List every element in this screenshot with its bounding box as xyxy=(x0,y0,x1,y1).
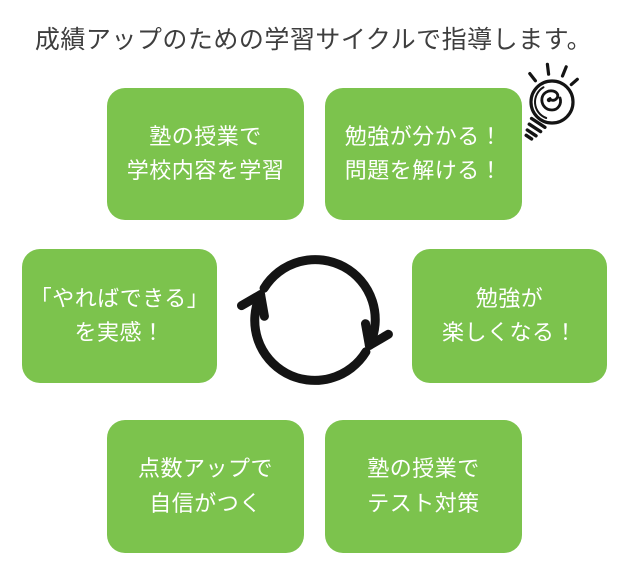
cycle-step-line: を実感！ xyxy=(74,320,165,345)
cycle-step-box-mid-left: 「やればできる」 を実感！ xyxy=(22,249,217,383)
cycle-step-line: 塾の授業で xyxy=(149,123,262,149)
cycle-step-box-mid-right: 勉強が 楽しくなる！ xyxy=(412,249,607,383)
cycle-step-box-bottom-right: 塾の授業で テスト対策 xyxy=(325,420,522,553)
lightbulb-icon xyxy=(524,62,579,141)
page-title: 成績アップのための学習サイクルで指導します。 xyxy=(34,26,593,54)
cycle-step-box-top-left: 塾の授業で 学校内容を学習 xyxy=(107,88,304,220)
cycle-step-line: 「やればできる」 xyxy=(29,285,210,311)
cycle-step-line: 問題を解ける！ xyxy=(344,158,503,183)
cycle-step-box-bottom-left: 点数アップで 自信がつく xyxy=(107,420,304,553)
cycle-step-line: 塾の授業で xyxy=(367,456,480,482)
cycle-step-line: 自信がつく xyxy=(149,490,262,516)
cycle-step-line: テスト対策 xyxy=(367,490,480,516)
cycle-step-line: 点数アップで xyxy=(137,456,273,482)
cycle-step-line: 勉強が分かる！ xyxy=(344,123,503,149)
cycle-step-line: 学校内容を学習 xyxy=(126,158,285,183)
cycle-step-line: 勉強が xyxy=(475,285,544,311)
cycle-arrows-icon xyxy=(237,255,393,385)
cycle-step-box-top-right: 勉強が分かる！ 問題を解ける！ xyxy=(325,88,522,220)
cycle-step-line: 楽しくなる！ xyxy=(441,320,577,345)
